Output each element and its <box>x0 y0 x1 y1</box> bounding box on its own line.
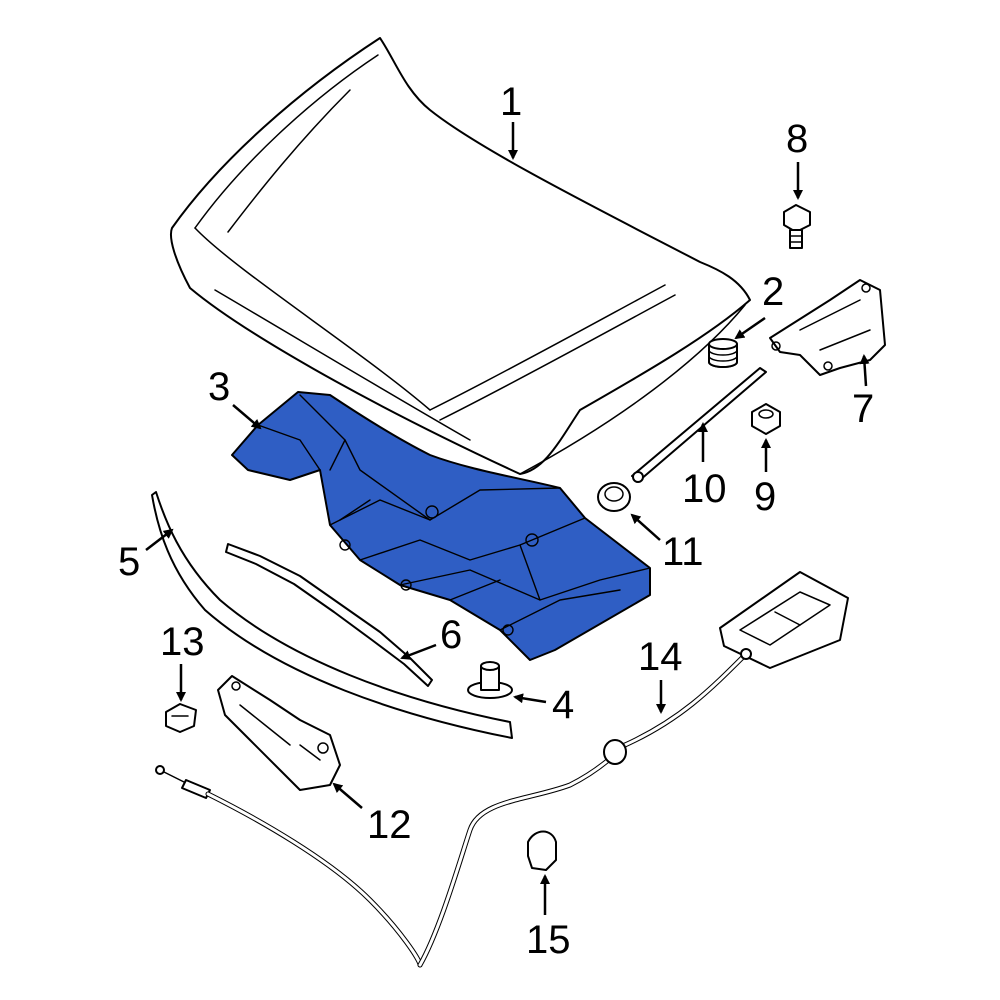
callout-1: 1 <box>500 80 522 160</box>
callout-3: 3 <box>208 365 262 430</box>
callout-4: 4 <box>513 683 574 727</box>
callout-2: 2 <box>734 270 784 340</box>
svg-text:4: 4 <box>552 683 574 727</box>
svg-text:15: 15 <box>526 918 571 962</box>
grommet-part[interactable] <box>597 482 631 512</box>
svg-text:10: 10 <box>682 467 727 511</box>
svg-text:3: 3 <box>208 365 230 409</box>
svg-text:8: 8 <box>786 117 808 161</box>
svg-text:12: 12 <box>367 803 412 847</box>
handle-cover-part[interactable] <box>527 830 557 871</box>
clip-part[interactable] <box>165 703 197 733</box>
callout-12: 12 <box>332 782 412 847</box>
callout-9: 9 <box>754 438 776 519</box>
svg-text:1: 1 <box>500 80 522 124</box>
svg-text:13: 13 <box>160 620 205 664</box>
hood-part[interactable] <box>170 37 751 475</box>
svg-text:5: 5 <box>118 540 140 584</box>
strip-seal-part[interactable] <box>225 543 433 687</box>
nut-part[interactable] <box>751 403 781 435</box>
bolt-part[interactable] <box>783 204 811 249</box>
latch-part[interactable] <box>217 675 341 791</box>
callout-11: 11 <box>630 513 704 574</box>
bumper-part[interactable] <box>708 338 738 368</box>
seal-part[interactable] <box>151 491 513 739</box>
svg-text:6: 6 <box>440 613 462 657</box>
bumper-stop-part[interactable] <box>467 661 513 699</box>
hinge-part[interactable] <box>769 279 886 376</box>
svg-text:2: 2 <box>762 270 784 314</box>
svg-text:7: 7 <box>852 387 874 431</box>
callout-13: 13 <box>160 620 205 702</box>
callout-6: 6 <box>400 613 462 660</box>
release-cable-part[interactable] <box>155 571 849 968</box>
callout-7: 7 <box>852 354 874 431</box>
prop-rod-part[interactable] <box>631 367 767 483</box>
svg-text:14: 14 <box>638 635 683 679</box>
callout-8: 8 <box>786 117 808 200</box>
svg-text:9: 9 <box>754 475 776 519</box>
hood-insulator-part[interactable] <box>231 391 651 661</box>
callout-14: 14 <box>638 635 683 714</box>
svg-text:11: 11 <box>662 530 704 574</box>
callout-5: 5 <box>118 528 174 584</box>
callout-15: 15 <box>526 874 571 962</box>
callout-10: 10 <box>682 422 727 511</box>
